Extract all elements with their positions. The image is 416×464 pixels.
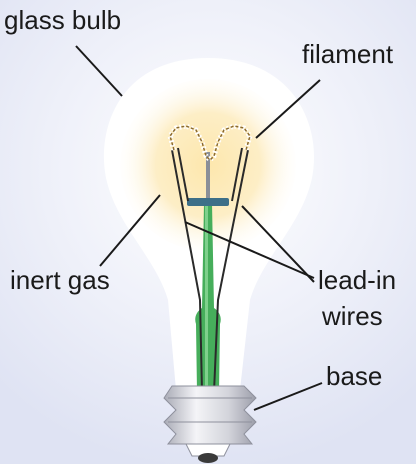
label-filament: filament [302, 39, 394, 69]
filament-coil-outline [169, 125, 251, 162]
leader-base [253, 382, 323, 411]
leader-lines [75, 45, 323, 411]
stem-highlight [205, 205, 208, 390]
bulb-base [163, 385, 257, 463]
leader-lead-in-2 [241, 205, 315, 283]
label-lead-in: lead-in [318, 265, 397, 295]
support-post [206, 152, 210, 204]
leader-filament [255, 79, 321, 139]
label-base: base [326, 361, 383, 391]
leader-glass-bulb [75, 45, 123, 97]
leader-inert-gas [99, 194, 161, 267]
stem-cap [187, 198, 229, 206]
leader-lead-in-1 [184, 221, 315, 279]
lead-in-wires [171, 147, 249, 393]
label-inert-gas: inert gas [10, 265, 110, 295]
label-wires: wires [322, 301, 383, 331]
label-glass-bulb: glass bulb [4, 5, 122, 35]
